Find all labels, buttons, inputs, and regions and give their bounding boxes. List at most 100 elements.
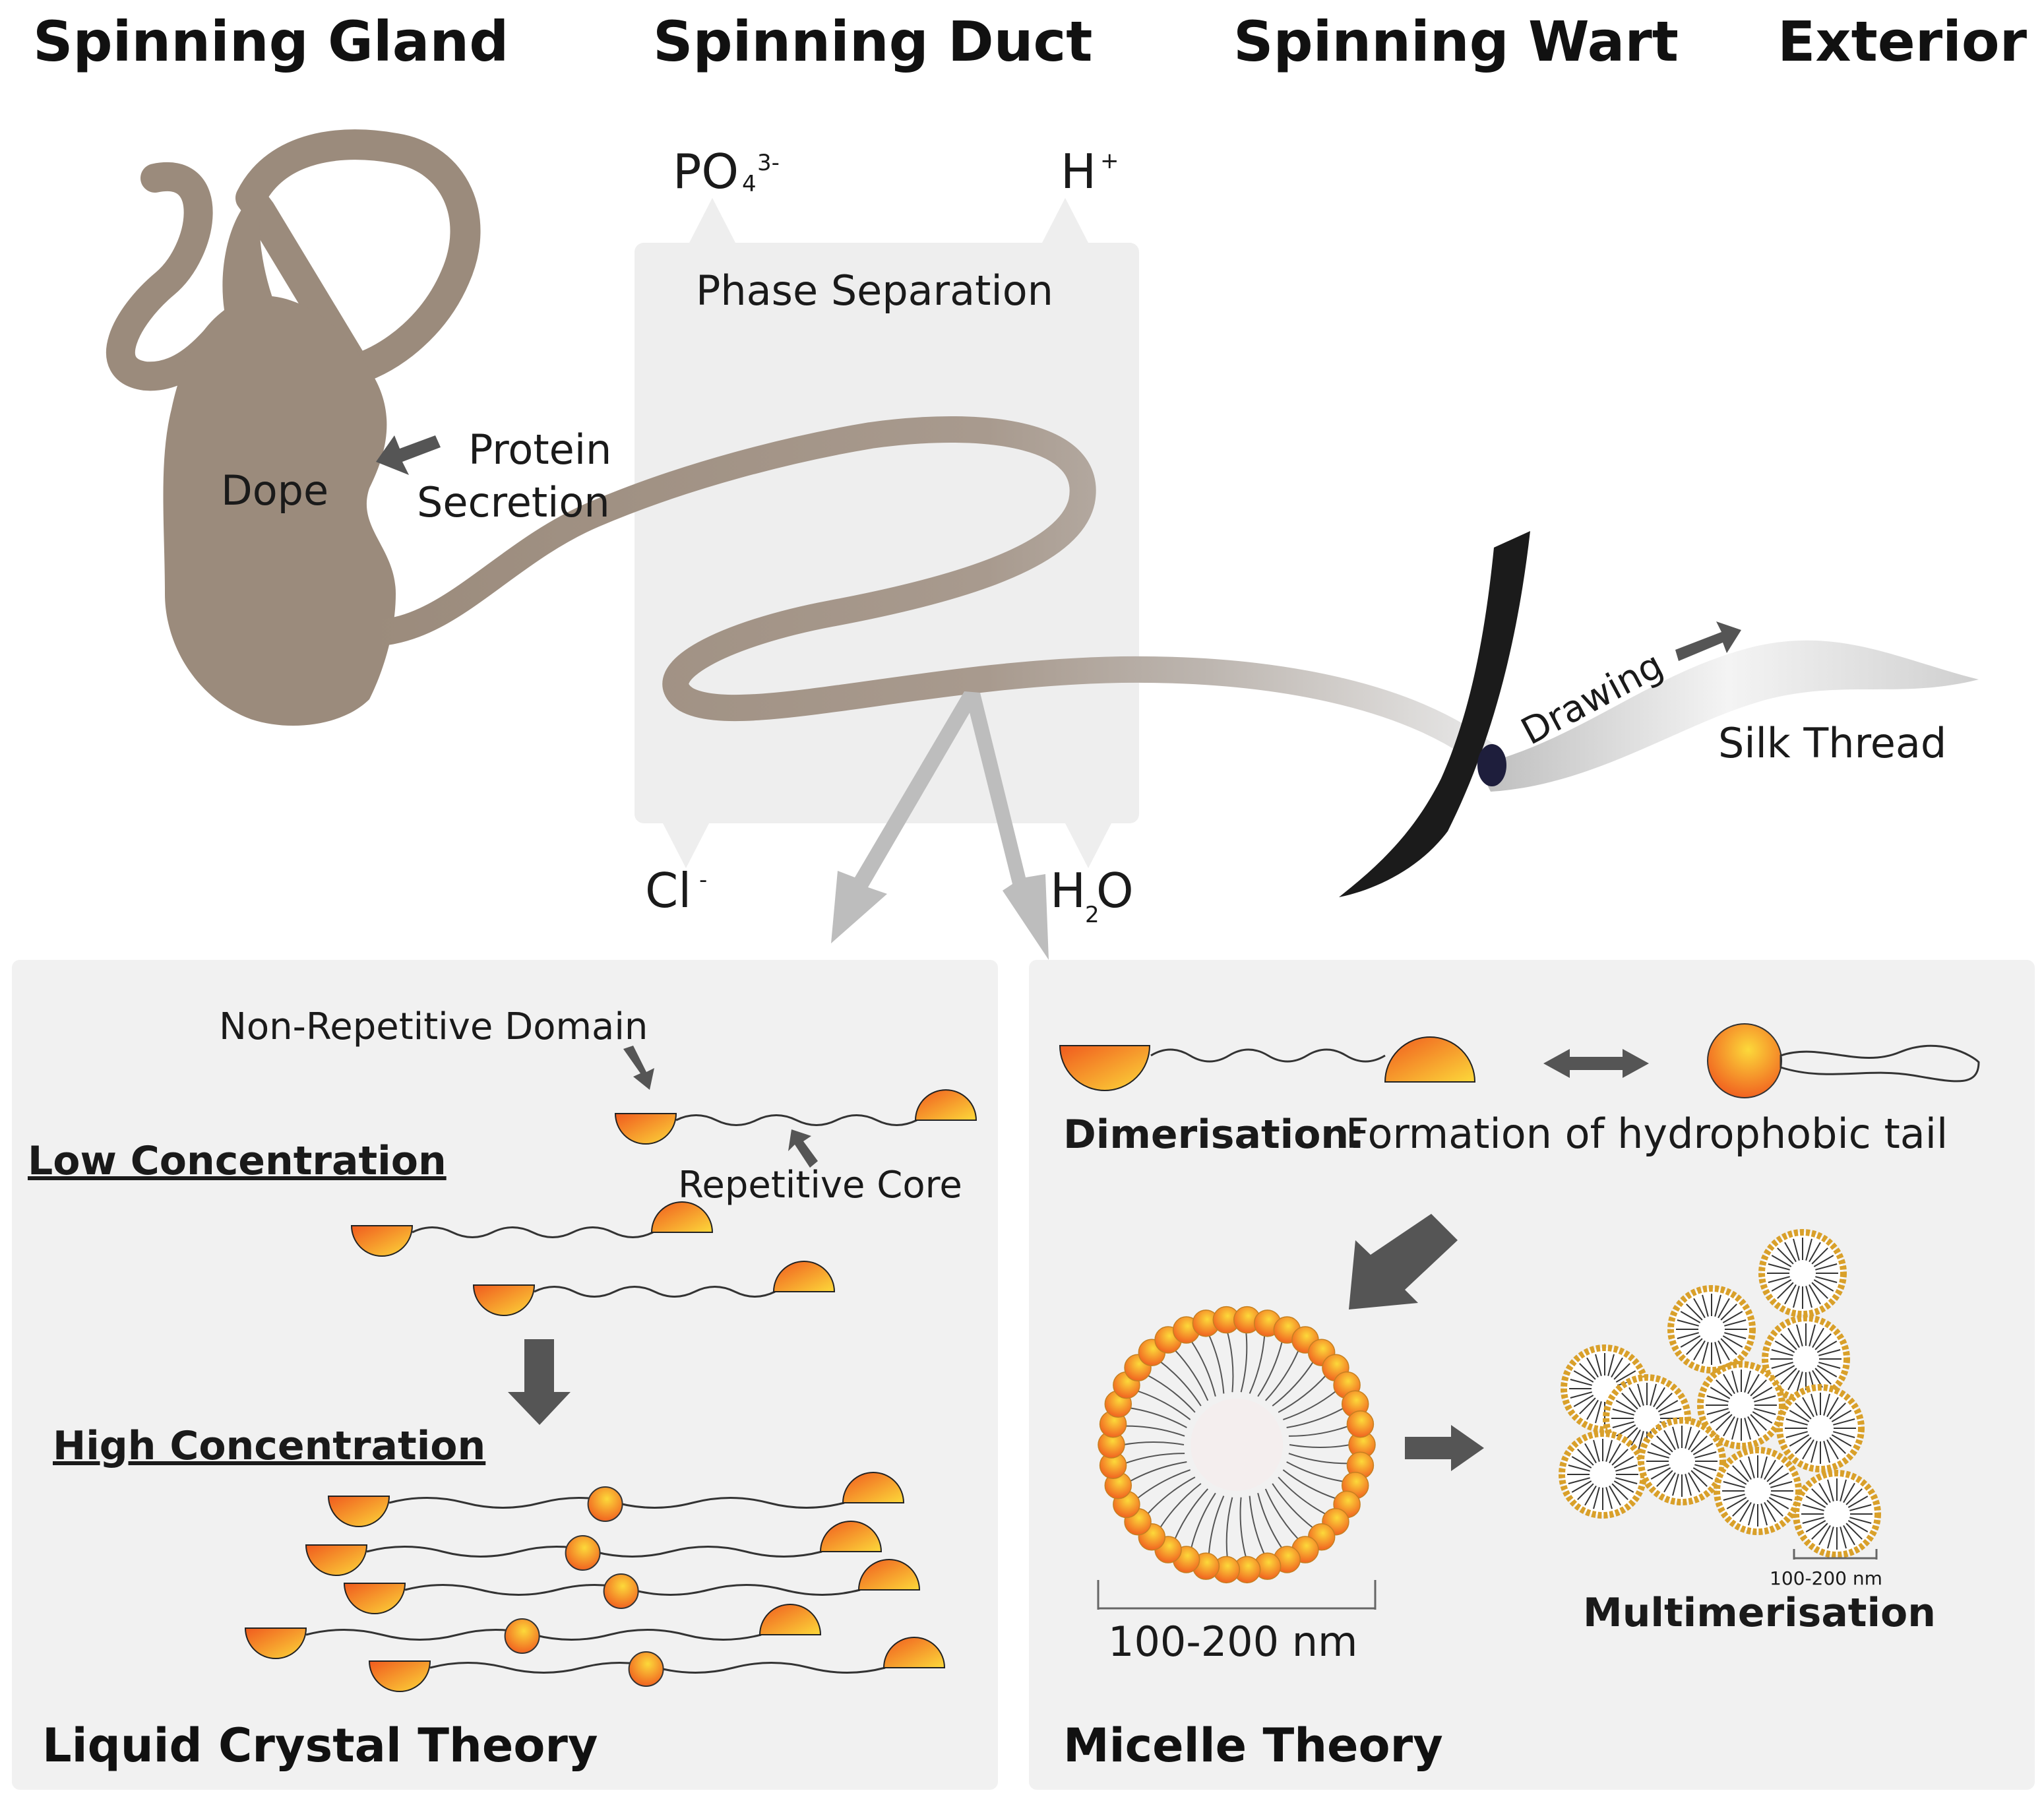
protein-terminal-domain — [914, 1089, 977, 1121]
micelle-tail — [1146, 1374, 1196, 1413]
protein-secretion-arrow — [376, 435, 441, 475]
protein-terminal-domain — [842, 1472, 905, 1503]
protein-terminal-domain — [1059, 1045, 1151, 1091]
protein-terminal-domain — [327, 1496, 390, 1527]
svg-text:Cl: Cl — [645, 863, 691, 918]
svg-text:PO: PO — [673, 144, 739, 199]
spidroin-molecule — [350, 1201, 714, 1257]
to-micelle-arrow — [1349, 1214, 1458, 1310]
hydrophilic-head — [1707, 1023, 1782, 1098]
micelle-tail — [1159, 1360, 1202, 1406]
micelle-tail — [1288, 1425, 1349, 1437]
non-repetitive-arrow — [623, 1046, 654, 1090]
repetitive-core-arrow — [788, 1129, 818, 1168]
repetitive-core-chain — [1150, 1048, 1386, 1063]
protein-terminal-domain — [343, 1583, 406, 1614]
svg-text:-: - — [699, 867, 707, 893]
micelle-tail — [1265, 1349, 1299, 1401]
micelle-core — [1191, 1399, 1283, 1491]
micelle-tail — [1289, 1444, 1351, 1448]
spidroin-molecule — [305, 1521, 883, 1576]
secretion-label: Secretion — [417, 478, 610, 526]
svg-text:2: 2 — [1085, 902, 1099, 928]
concentration-arrow — [508, 1339, 571, 1425]
svg-text:4: 4 — [742, 171, 757, 197]
size-bar-small — [1793, 1549, 1878, 1560]
micellar-core — [587, 1486, 623, 1522]
spinning-duct — [356, 416, 1504, 772]
header-spinning-gland: Spinning Gland — [33, 9, 509, 74]
small-micelle — [1762, 1315, 1850, 1403]
header-spinning-wart: Spinning Wart — [1233, 9, 1679, 74]
high-concentration-label: High Concentration — [53, 1423, 485, 1469]
protein-terminal-domain — [883, 1637, 946, 1668]
micelle-tail — [1278, 1476, 1327, 1515]
spidroin-molecule — [327, 1472, 905, 1527]
spidroin-molecule — [343, 1559, 921, 1614]
protein-terminal-domain — [819, 1521, 883, 1552]
micelle-tail — [1191, 1340, 1216, 1397]
spigot-opening — [1477, 744, 1506, 786]
micellar-core — [565, 1535, 601, 1571]
protein-label: Protein — [468, 426, 611, 474]
protein-terminal-domain — [614, 1113, 677, 1145]
protein-terminal-domain — [1384, 1036, 1476, 1083]
small-micelle — [1758, 1229, 1847, 1317]
micelle-tail — [1136, 1469, 1191, 1499]
micelle-tail — [1286, 1461, 1344, 1482]
micelle-tail — [1240, 1331, 1248, 1393]
multimer-cluster — [1559, 1229, 1881, 1558]
small-micelle — [1559, 1430, 1647, 1519]
ion-chloride: Cl - — [645, 863, 707, 918]
drawing-arrow — [1675, 621, 1741, 661]
micelle-head — [1346, 1410, 1375, 1438]
protein-terminal-domain — [305, 1544, 368, 1576]
svg-text:Formation of hydrophobic tail: Formation of hydrophobic tail — [1346, 1110, 1948, 1158]
spidroin-molecule — [244, 1604, 822, 1659]
size-bar-large — [1097, 1580, 1377, 1610]
dimerisation-caption: Dimerisation: Formation of hydrophobic t… — [1063, 1110, 1948, 1158]
micelle-tail — [1257, 1493, 1283, 1550]
micelle-tail — [1226, 1331, 1234, 1393]
svg-text:O: O — [1096, 863, 1134, 918]
micelle-tail — [1190, 1492, 1216, 1549]
micelle-tail — [1257, 1341, 1284, 1397]
protein-terminal-domain — [772, 1261, 836, 1292]
micelle-tail — [1286, 1407, 1345, 1429]
micelle-tail — [1249, 1496, 1266, 1556]
micelle-tail — [1125, 1425, 1185, 1437]
micelle-tail — [1288, 1453, 1349, 1465]
micellar-core — [603, 1573, 639, 1609]
repetitive-core-chain — [675, 1114, 917, 1126]
branch-arrows — [831, 691, 1049, 960]
hydrophobic-tail — [1780, 1044, 1980, 1083]
micelle-tail — [1239, 1497, 1247, 1558]
micelle — [1098, 1306, 1376, 1584]
liquid-crystal-panel — [12, 960, 998, 1790]
small-micelle — [1667, 1285, 1756, 1373]
spinning-wart-spigot — [1339, 531, 1530, 897]
micelle-tail — [1208, 1334, 1225, 1394]
spinning-gland — [106, 129, 481, 726]
micelle-tail — [1272, 1360, 1315, 1406]
micelle-tail — [1174, 1488, 1208, 1540]
dope-label: Dope — [221, 466, 328, 515]
protein-terminal-domain — [759, 1604, 822, 1635]
small-micelle — [1776, 1384, 1865, 1472]
micelle-tail — [1129, 1407, 1187, 1428]
dimerisation-row — [1059, 1023, 1980, 1098]
liquid-crystal-molecules — [244, 1089, 977, 1692]
ion-phosphate: PO 4 3- — [673, 144, 780, 199]
phase-separation-label: Phase Separation — [696, 267, 1053, 315]
spidroin-molecule — [472, 1261, 836, 1316]
non-repetitive-domain-label: Non-Repetitive Domain — [219, 1005, 648, 1048]
protein-terminal-domain — [857, 1559, 921, 1591]
micelle-tail — [1282, 1469, 1337, 1499]
svg-text:3-: 3- — [757, 150, 780, 176]
small-micelle — [1793, 1470, 1881, 1558]
protein-terminal-domain — [368, 1660, 431, 1692]
protein-terminal-domain — [350, 1225, 414, 1257]
micelle-tail — [1264, 1488, 1299, 1540]
dimer-double-arrow — [1543, 1049, 1649, 1078]
micelle-tail — [1136, 1390, 1191, 1420]
